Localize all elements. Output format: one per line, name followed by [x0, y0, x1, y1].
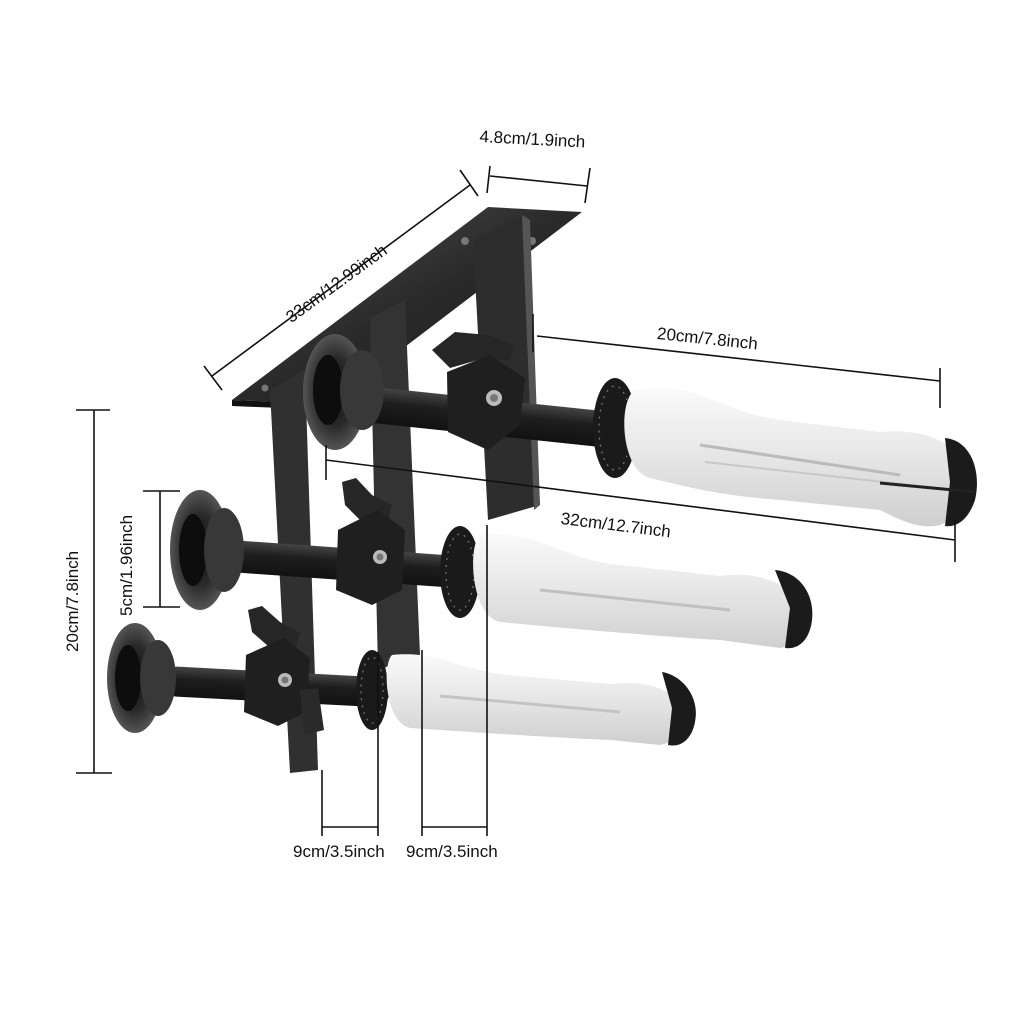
total-height-label: 20cm/7.8inch — [63, 550, 82, 652]
clamp-knob-icon — [244, 606, 324, 735]
spacing-right-label: 9cm/3.5inch — [406, 842, 498, 861]
roller-arm-top — [303, 332, 977, 527]
clamp-knob-icon — [432, 332, 525, 450]
roller-arm-bottom — [107, 606, 696, 746]
spacing-left-label: 9cm/3.5inch — [293, 842, 385, 861]
roller-arm-middle — [170, 478, 813, 649]
end-cap-diameter-label: 5cm/1.96inch — [117, 514, 136, 616]
dimension-lines — [76, 165, 956, 836]
clamp-knob-icon — [336, 478, 405, 605]
